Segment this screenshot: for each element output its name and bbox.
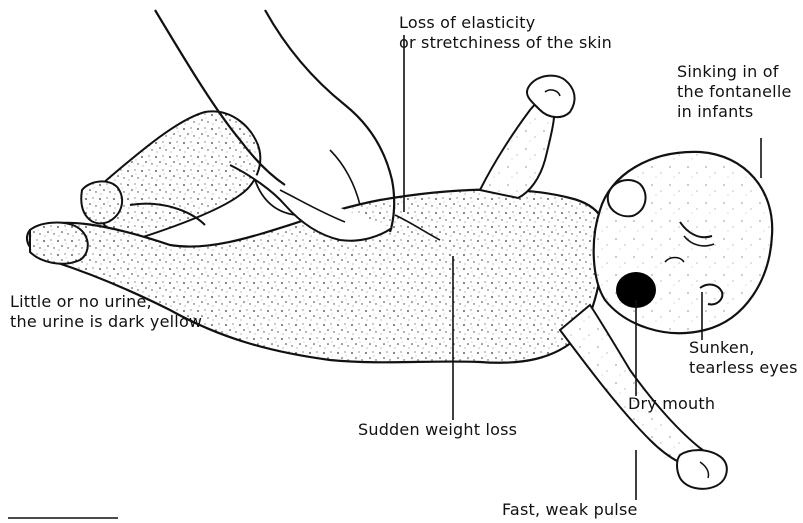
label-fontanelle-line1: Sinking in of [677,62,792,82]
label-eyes-line1: Sunken, [689,338,798,358]
label-fontanelle-line3: in infants [677,102,792,122]
label-pulse-text: Fast, weak pulse [502,500,638,520]
label-fontanelle-line2: the fontanelle [677,82,792,102]
label-dry-mouth: Dry mouth [628,394,715,414]
label-weight-text: Sudden weight loss [358,420,517,440]
label-urine-line1: Little or no urine; [10,292,202,312]
label-skin-line1: Loss of elasticity [399,13,612,33]
label-urine: Little or no urine; the urine is dark ye… [10,292,202,332]
label-eyes: Sunken, tearless eyes [689,338,798,378]
label-pulse: Fast, weak pulse [502,500,638,520]
raised-arm [480,76,575,198]
label-weight-loss: Sudden weight loss [358,420,517,440]
label-eyes-line2: tearless eyes [689,358,798,378]
label-fontanelle: Sinking in of the fontanelle in infants [677,62,792,122]
label-skin-elasticity: Loss of elasticity or stretchiness of th… [399,13,612,53]
label-skin-line2: or stretchiness of the skin [399,33,612,53]
label-mouth-text: Dry mouth [628,394,715,414]
baby-head [594,152,773,333]
label-urine-line2: the urine is dark yellow [10,312,202,332]
